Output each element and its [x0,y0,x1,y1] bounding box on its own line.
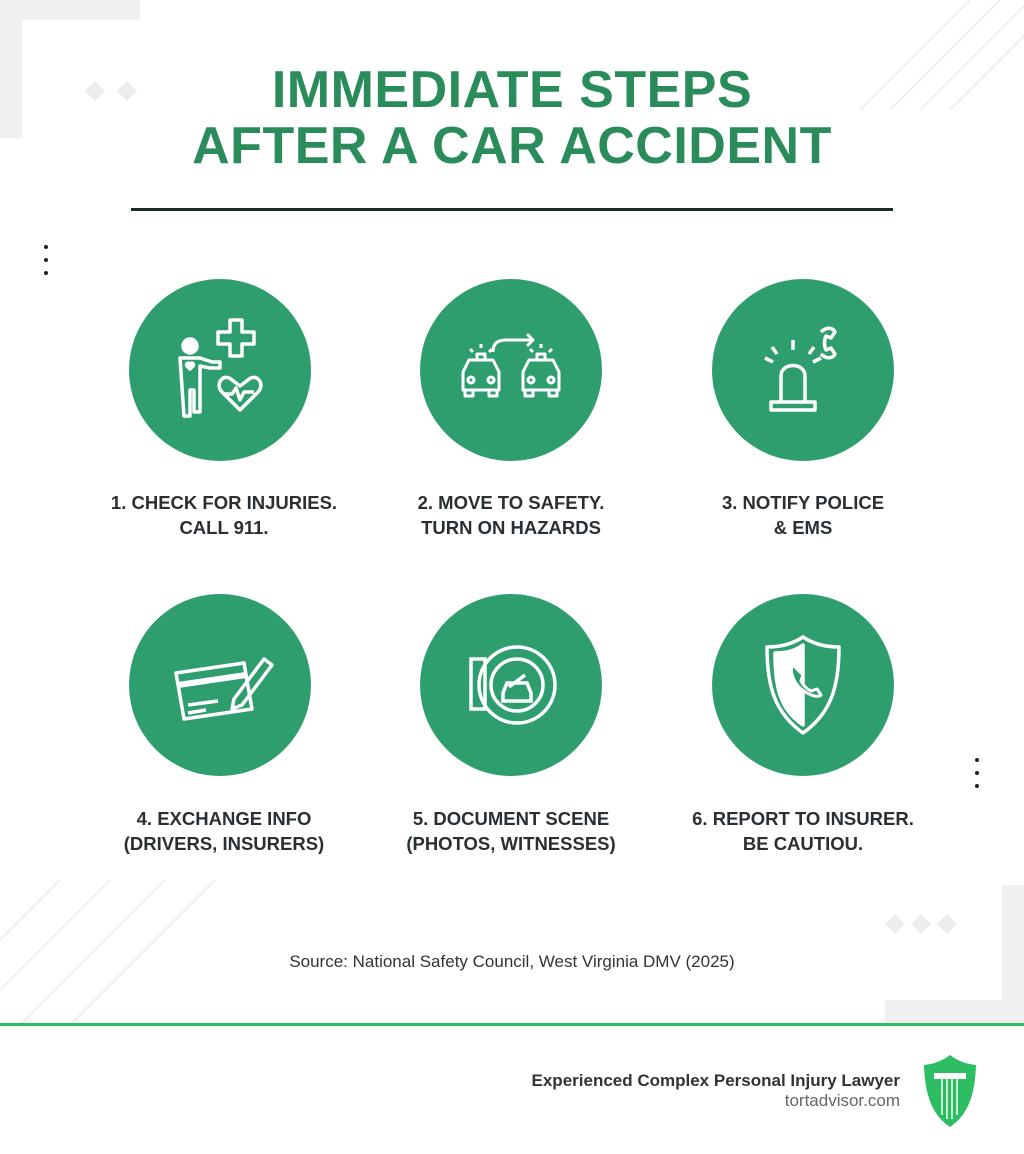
source-citation: Source: National Safety Council, West Vi… [289,952,735,971]
page-title: IMMEDIATE STEPS AFTER A CAR ACCIDENT [192,61,832,175]
stripes-decoration [0,880,216,1025]
step-label: 6. REPORT TO INSURER.BE CAUTIOU. [692,808,914,854]
footer-tagline: Experienced Complex Personal Injury Lawy… [531,1071,900,1090]
footer-site-link[interactable]: tortadvisor.com [784,1091,900,1110]
injury-check-icon [129,279,311,461]
stripes-decoration [860,0,1024,110]
step-label: 5. DOCUMENT SCENE(PHOTOS, WITNESSES) [406,808,616,854]
card-pen-icon [129,594,311,776]
footer-divider [0,1023,1024,1026]
camera-icon [420,594,602,776]
move-cars-icon [420,279,602,461]
corner-block-top-left-side [0,0,22,138]
siren-phone-icon [712,279,894,461]
shield-phone-icon [712,594,894,776]
step-label: 1. CHECK FOR INJURIES.CALL 911. [110,492,338,538]
corner-block-bottom-right [1002,885,1024,1025]
step-label: 4. EXCHANGE INFO(DRIVERS, INSURERS) [123,808,325,854]
shield-logo-icon [924,1055,976,1127]
step-label: 2. MOVE TO SAFETY.TURN ON HAZARDS [417,492,605,538]
corner-block-top-left [0,0,140,20]
title-divider [131,208,893,211]
diamond-decoration [911,914,931,934]
dots-decoration [975,758,979,797]
dots-decoration [44,245,48,284]
diamond-decoration [937,914,957,934]
diamond-decoration [885,914,905,934]
step-label: 3. NOTIFY POLICE& EMS [721,492,885,538]
corner-block-bottom-right-base [885,1000,1024,1023]
